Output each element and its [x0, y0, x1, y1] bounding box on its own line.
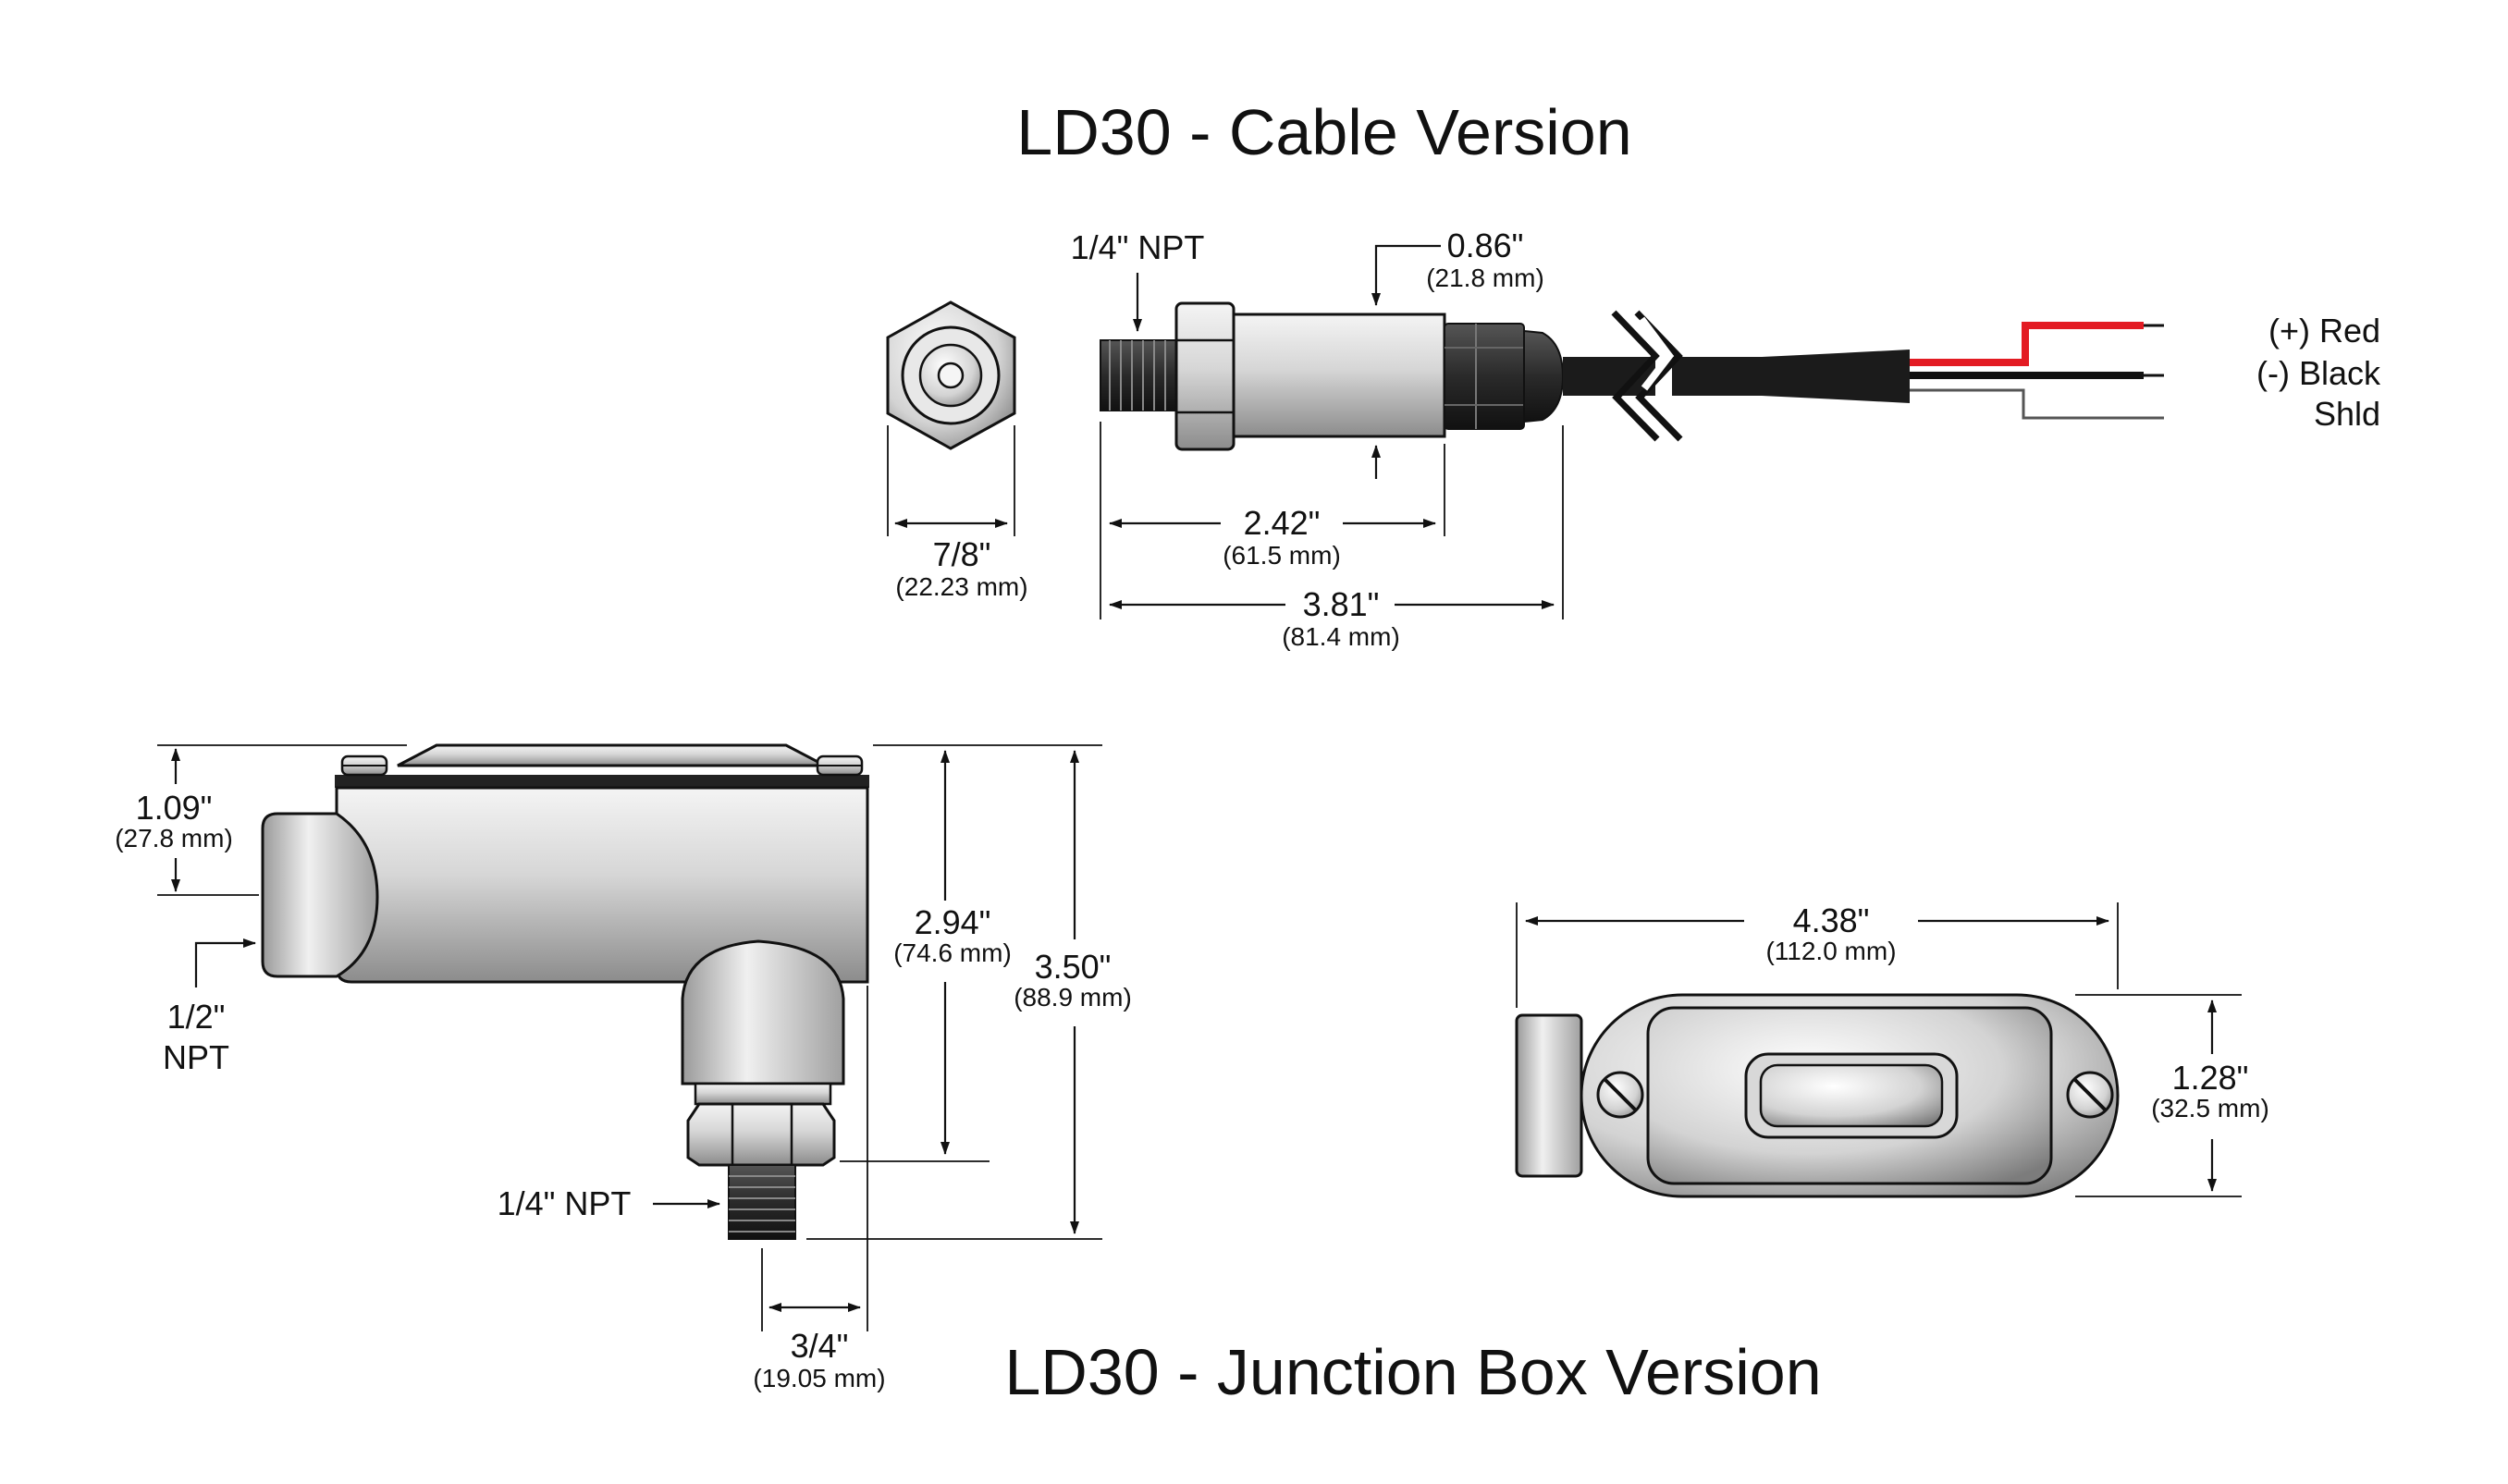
- dim-hex-in: 7/8": [933, 535, 991, 573]
- dim-top-mm: (27.8 mm): [115, 824, 233, 852]
- junction-box-side-view: [261, 743, 869, 1240]
- wire-label-black: (-) Black: [2256, 354, 2381, 392]
- dim-body-len-mm: (61.5 mm): [1223, 541, 1341, 570]
- dim-hex-mm: (22.23 mm): [895, 572, 1027, 601]
- dim-height-fitting-in: 2.94": [915, 903, 991, 941]
- wire-shield: [1910, 388, 2164, 420]
- dim-height-total-mm: (88.9 mm): [1014, 983, 1132, 1012]
- dim-cover-width-in: 1.28": [2172, 1059, 2249, 1097]
- dim-body-len-in: 2.42": [1244, 504, 1321, 542]
- cable-hex-end-view: [886, 300, 1016, 450]
- dim-cover-width-mm: (32.5 mm): [2151, 1094, 2269, 1122]
- junction-box-top-view: [1515, 993, 2120, 1198]
- conduit-label-size: 1/2": [167, 998, 226, 1036]
- dim-height-total-in: 3.50": [1035, 948, 1112, 986]
- wire-red: [1910, 322, 2144, 366]
- title-cable-version: LD30 - Cable Version: [1016, 96, 1631, 168]
- conduit-label-npt: NPT: [163, 1038, 229, 1076]
- dim-total-len-in: 3.81": [1303, 585, 1380, 623]
- dim-offset-in: 3/4": [791, 1327, 849, 1365]
- dim-body-dia-in: 0.86": [1447, 227, 1524, 264]
- dim-offset-mm: (19.05 mm): [753, 1364, 885, 1392]
- dim-cover-len-mm: (112.0 mm): [1765, 937, 1896, 965]
- cable-transducer-side-view: [1100, 301, 2164, 451]
- dim-body-dia-mm: (21.8 mm): [1426, 264, 1544, 292]
- wire-label-shield: Shld: [2314, 395, 2380, 433]
- dim-total-len-mm: (81.4 mm): [1282, 622, 1400, 651]
- junction-npt-label: 1/4" NPT: [498, 1184, 632, 1222]
- wire-label-red: (+) Red: [2268, 312, 2380, 350]
- dim-top-in: 1.09": [136, 789, 213, 827]
- dim-height-fitting-mm: (74.6 mm): [893, 938, 1012, 967]
- cable-npt-label: 1/4" NPT: [1071, 228, 1205, 266]
- title-junction-box-version: LD30 - Junction Box Version: [1004, 1336, 1821, 1408]
- dim-cover-len-in: 4.38": [1793, 901, 1870, 939]
